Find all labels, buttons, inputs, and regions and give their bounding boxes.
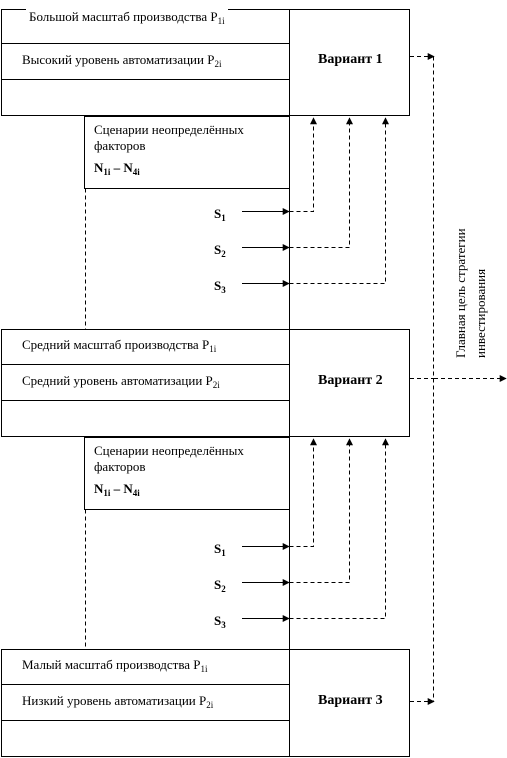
goal-label-line-1: Главная цель стратегии <box>453 228 468 358</box>
scenario-1-subtitle: факторов <box>94 138 146 153</box>
variant-2-automation-label: Средний уровень автоматизации P2i <box>22 373 220 390</box>
variant-1-label: Вариант 1 <box>318 52 383 67</box>
variant-3-automation-label: Низкий уровень автоматизации P2i <box>22 693 214 710</box>
variant-1-scale-label: Большой масштаб производства P1i <box>26 9 228 26</box>
feedback-path-3 <box>289 438 389 619</box>
signal-s1-label: S1 <box>214 541 226 558</box>
feedback-path-2 <box>289 117 353 248</box>
feedback-path-3 <box>289 117 389 284</box>
feedback-path-1 <box>289 438 317 547</box>
variant-3-scale-label: Малый масштаб производства P1i <box>22 657 208 674</box>
scenario-1-title: Сценарии неопределённых <box>94 122 244 137</box>
variant-3-label: Вариант 3 <box>318 693 383 708</box>
scenario-2-title: Сценарии неопределённых <box>94 443 244 458</box>
signal-s2-label: S2 <box>214 577 226 594</box>
scenario-1-range: N1i – N4i <box>94 160 140 177</box>
signal-s2-label: S2 <box>214 242 226 259</box>
signal-s3-label: S3 <box>214 613 226 630</box>
scenario-2-range: N1i – N4i <box>94 481 140 498</box>
scenario-2-subtitle: факторов <box>94 459 146 474</box>
signal-s3-label: S3 <box>214 278 226 295</box>
variant-3-block <box>1 649 410 757</box>
scenario-1-box <box>84 116 290 189</box>
scenario-2-box <box>84 437 290 510</box>
variant-2-block <box>1 329 410 437</box>
goal-label-line-2: инвестирования <box>473 268 488 358</box>
variant-2-scale-label: Средний масштаб производства P1i <box>22 337 217 354</box>
feedback-path-2 <box>289 438 353 583</box>
signal-s1-label: S1 <box>214 206 226 223</box>
variant-1-automation-label: Высокий уровень автоматизации P2i <box>22 52 222 69</box>
feedback-path-1 <box>289 117 317 212</box>
variant-2-label: Вариант 2 <box>318 373 383 388</box>
